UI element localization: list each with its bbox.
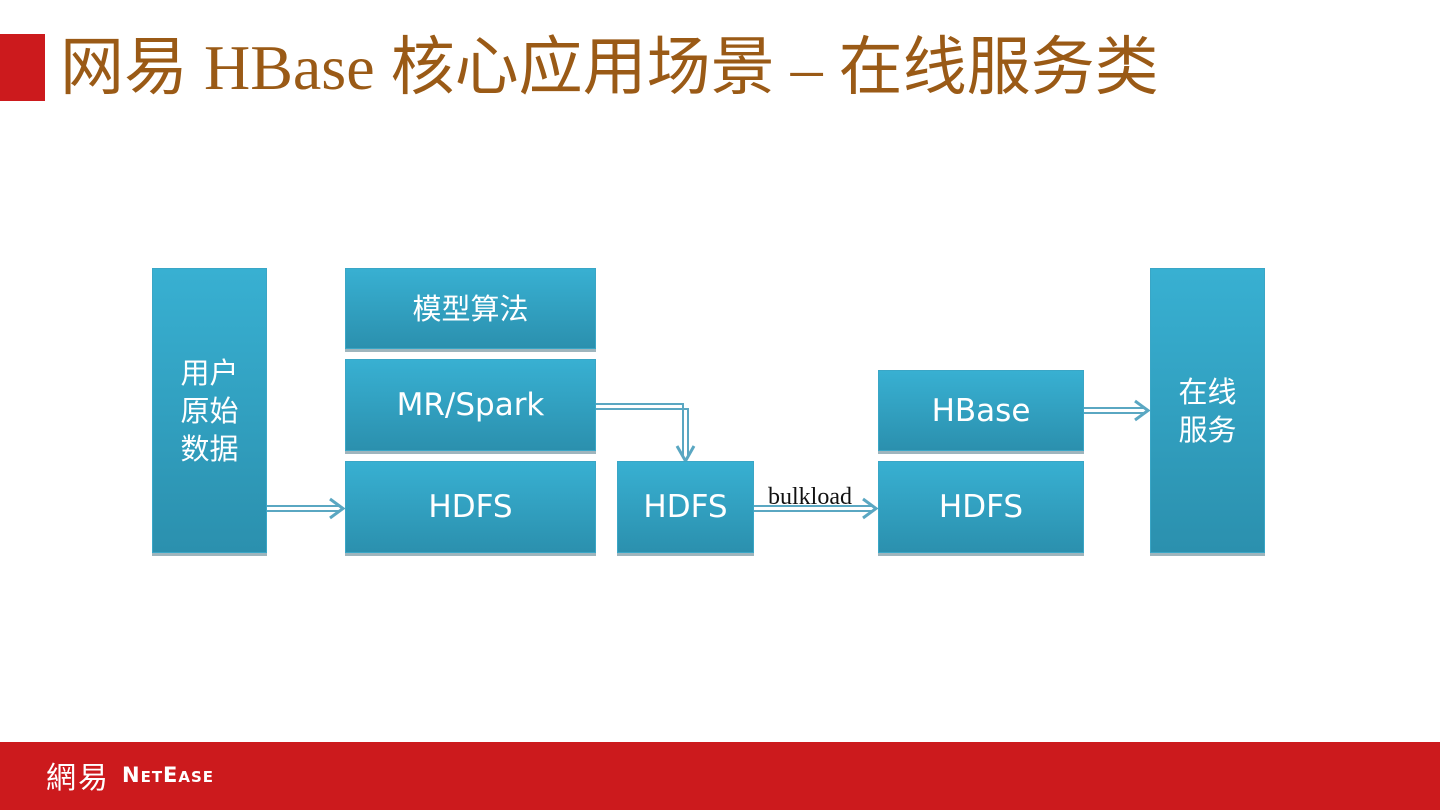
- box-model-algorithm-label: 模型算法: [412, 291, 529, 326]
- box-hdfs-hbase-label: HDFS: [938, 489, 1024, 525]
- box-mr-spark-label: MR/Spark: [396, 387, 545, 423]
- logo-english: NetEase: [122, 763, 215, 787]
- box-hbase-label: HBase: [931, 392, 1031, 429]
- edge-label-bulkload: bulkload: [768, 484, 852, 510]
- slide-title: 网易 HBase 核心应用场景 – 在线服务类: [60, 32, 1159, 103]
- box-online-service-label: 在线服务: [1178, 375, 1237, 447]
- arrow-spark-to-hdfs: [596, 403, 684, 455]
- title-accent-bar: [0, 34, 45, 101]
- box-online-service: 在线服务: [1150, 268, 1265, 553]
- netease-logo: 網易 NetEase: [46, 754, 214, 796]
- box-hdfs-hbase: HDFS: [878, 461, 1084, 553]
- box-mr-spark: MR/Spark: [345, 359, 596, 451]
- box-hdfs-source: HDFS: [345, 461, 596, 553]
- box-model-algorithm: 模型算法: [345, 268, 596, 349]
- box-hdfs-intermediate-label: HDFS: [643, 489, 728, 525]
- box-raw-data: 用户原始数据: [152, 268, 267, 553]
- box-hdfs-source-label: HDFS: [428, 489, 513, 525]
- box-hdfs-intermediate: HDFS: [617, 461, 754, 553]
- logo-chinese: 網易: [46, 761, 110, 796]
- box-raw-data-label: 用户原始数据: [180, 355, 239, 466]
- box-hbase: HBase: [878, 370, 1084, 451]
- footer-bar: [0, 742, 1440, 810]
